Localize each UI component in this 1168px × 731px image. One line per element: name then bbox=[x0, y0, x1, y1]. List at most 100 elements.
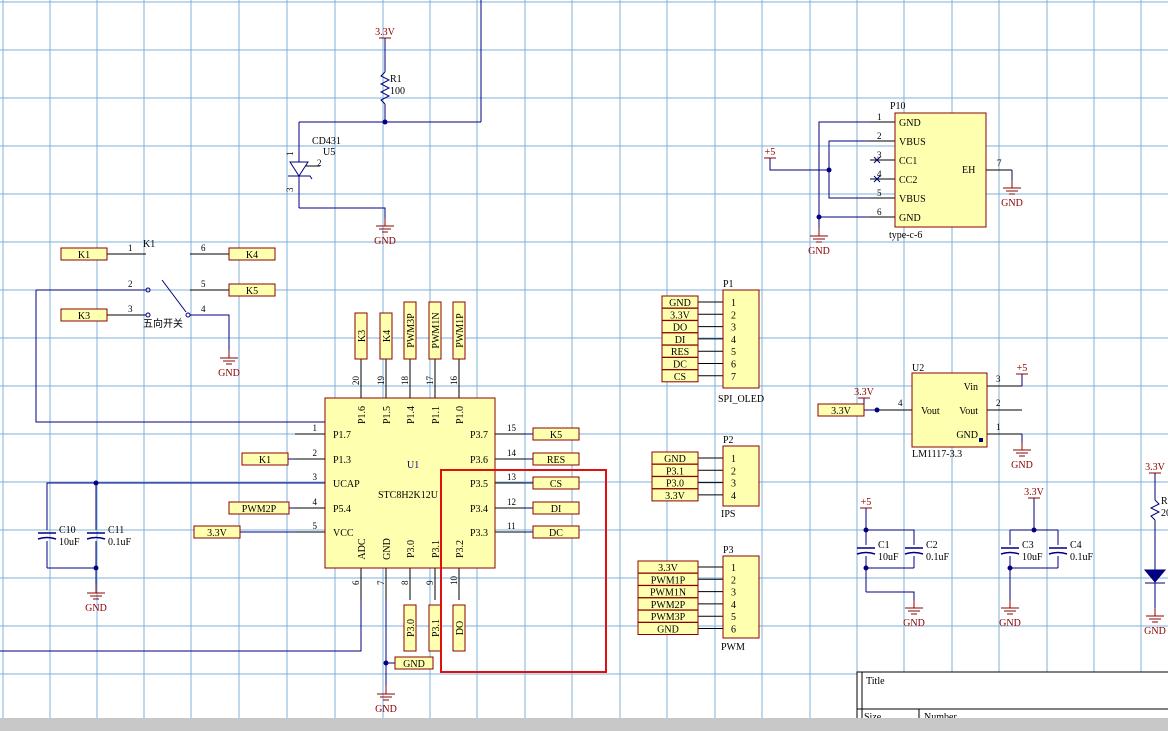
gnd-text: GND bbox=[374, 236, 396, 247]
title-block-title: Title bbox=[866, 676, 885, 687]
pin-number: 2 bbox=[731, 575, 736, 586]
part-caption: PWM bbox=[721, 642, 745, 653]
net-label[interactable] bbox=[817, 403, 865, 417]
pin-number: 6 bbox=[877, 207, 882, 217]
net-label[interactable] bbox=[428, 301, 442, 360]
gnd-text: GND bbox=[375, 704, 397, 715]
pin-number: 7 bbox=[997, 158, 1002, 168]
connector-p1[interactable] bbox=[722, 289, 760, 389]
wire bbox=[46, 482, 295, 530]
net-label[interactable] bbox=[394, 656, 434, 670]
pin-number: 5 bbox=[731, 347, 736, 358]
net-label-text: 3.3V bbox=[658, 563, 679, 574]
power-port-text: 3.3V bbox=[375, 27, 396, 38]
net-label[interactable] bbox=[228, 283, 276, 297]
connector-p10[interactable] bbox=[894, 112, 987, 228]
net-label[interactable] bbox=[532, 427, 580, 441]
pin-number: 13 bbox=[507, 472, 517, 482]
horizontal-scrollbar[interactable] bbox=[0, 718, 1168, 731]
pin-name: ADC bbox=[357, 538, 368, 559]
gnd-text: GND bbox=[808, 246, 830, 257]
net-label-text: K4 bbox=[382, 330, 393, 342]
net-label[interactable] bbox=[532, 452, 580, 466]
part-ref: U1 bbox=[407, 460, 419, 471]
net-label[interactable] bbox=[228, 247, 276, 261]
diode-u5[interactable] bbox=[289, 161, 309, 177]
connector-p2[interactable] bbox=[722, 445, 760, 507]
net-label[interactable] bbox=[403, 301, 417, 360]
pin-name: P3.4 bbox=[470, 504, 488, 515]
net-label[interactable] bbox=[651, 488, 699, 502]
pin-number: 2 bbox=[877, 131, 882, 141]
net-label[interactable] bbox=[452, 301, 466, 360]
pin-name: P1.4 bbox=[406, 406, 417, 424]
net-label-text: CS bbox=[674, 372, 686, 383]
pin-number: 12 bbox=[507, 497, 516, 507]
chip-u1[interactable] bbox=[324, 397, 496, 569]
switch-contact bbox=[185, 312, 191, 318]
net-label[interactable] bbox=[532, 476, 580, 490]
net-label[interactable] bbox=[241, 452, 289, 466]
switch-contact bbox=[145, 312, 151, 318]
net-label[interactable] bbox=[60, 247, 108, 261]
net-label[interactable] bbox=[637, 622, 699, 635]
junction-dot bbox=[1031, 527, 1037, 533]
net-label-text: PWM1P bbox=[455, 313, 466, 348]
pin-number: 5 bbox=[201, 279, 206, 289]
pin-number: 2 bbox=[313, 448, 318, 458]
pin-number: 20 bbox=[351, 376, 361, 386]
net-label-text: K4 bbox=[246, 250, 258, 261]
capacitor-ref: C11 bbox=[108, 525, 124, 536]
net-label[interactable] bbox=[403, 604, 417, 652]
power-port-text: +5 bbox=[861, 497, 872, 508]
gnd-text: GND bbox=[1011, 460, 1033, 471]
pin-name: P3.1 bbox=[431, 540, 442, 558]
net-label-text: 3.3V bbox=[665, 491, 686, 502]
pin-number: 1 bbox=[731, 454, 736, 465]
capacitor-plate bbox=[904, 551, 924, 555]
pin-number: 5 bbox=[313, 521, 318, 531]
selection-rectangle[interactable] bbox=[440, 469, 607, 673]
connector-p3[interactable] bbox=[722, 555, 760, 639]
wire bbox=[0, 600, 362, 652]
pin-number: 3 bbox=[313, 472, 318, 482]
capacitor-ref: C1 bbox=[878, 540, 890, 551]
part-ref: P2 bbox=[723, 435, 734, 446]
resistor-edge[interactable] bbox=[1149, 499, 1161, 521]
pin-name: EH bbox=[962, 165, 975, 176]
pin-name: P3.3 bbox=[470, 528, 488, 539]
pin-number: 1 bbox=[731, 563, 736, 574]
net-label-text: GND bbox=[403, 659, 425, 670]
switch-lever[interactable] bbox=[161, 279, 187, 313]
part-ref: P1 bbox=[723, 279, 734, 290]
pin-number: 2 bbox=[996, 398, 1001, 408]
pin-number: 2 bbox=[731, 466, 736, 477]
net-label[interactable] bbox=[379, 312, 393, 360]
net-label[interactable] bbox=[532, 525, 580, 539]
pin-number: 2 bbox=[317, 158, 322, 168]
pin-number: 2 bbox=[731, 310, 736, 321]
net-label-text: DC bbox=[673, 360, 687, 371]
net-label[interactable] bbox=[60, 308, 108, 322]
net-label-text: P3.0 bbox=[406, 619, 417, 637]
net-label[interactable] bbox=[193, 525, 241, 539]
capacitor-plate bbox=[1048, 551, 1068, 555]
resistor-r1[interactable] bbox=[379, 71, 391, 105]
led-edge[interactable] bbox=[1143, 569, 1167, 583]
net-label[interactable] bbox=[661, 369, 699, 383]
net-label[interactable] bbox=[228, 501, 290, 515]
net-label[interactable] bbox=[532, 501, 580, 515]
part-name: LM1117-3.3 bbox=[912, 449, 962, 460]
pin-name: GND bbox=[899, 213, 921, 224]
net-label[interactable] bbox=[452, 604, 466, 652]
title-block-size: Size bbox=[864, 712, 882, 723]
regulator-u2[interactable] bbox=[911, 372, 988, 448]
pin-name: CC1 bbox=[899, 156, 917, 167]
gnd-text: GND bbox=[85, 603, 107, 614]
net-label[interactable] bbox=[354, 312, 368, 360]
net-label-text: DC bbox=[549, 528, 563, 539]
pin-number: 6 bbox=[731, 360, 736, 371]
pin-name: GND bbox=[382, 538, 393, 560]
diode-u5-bar bbox=[288, 175, 313, 180]
